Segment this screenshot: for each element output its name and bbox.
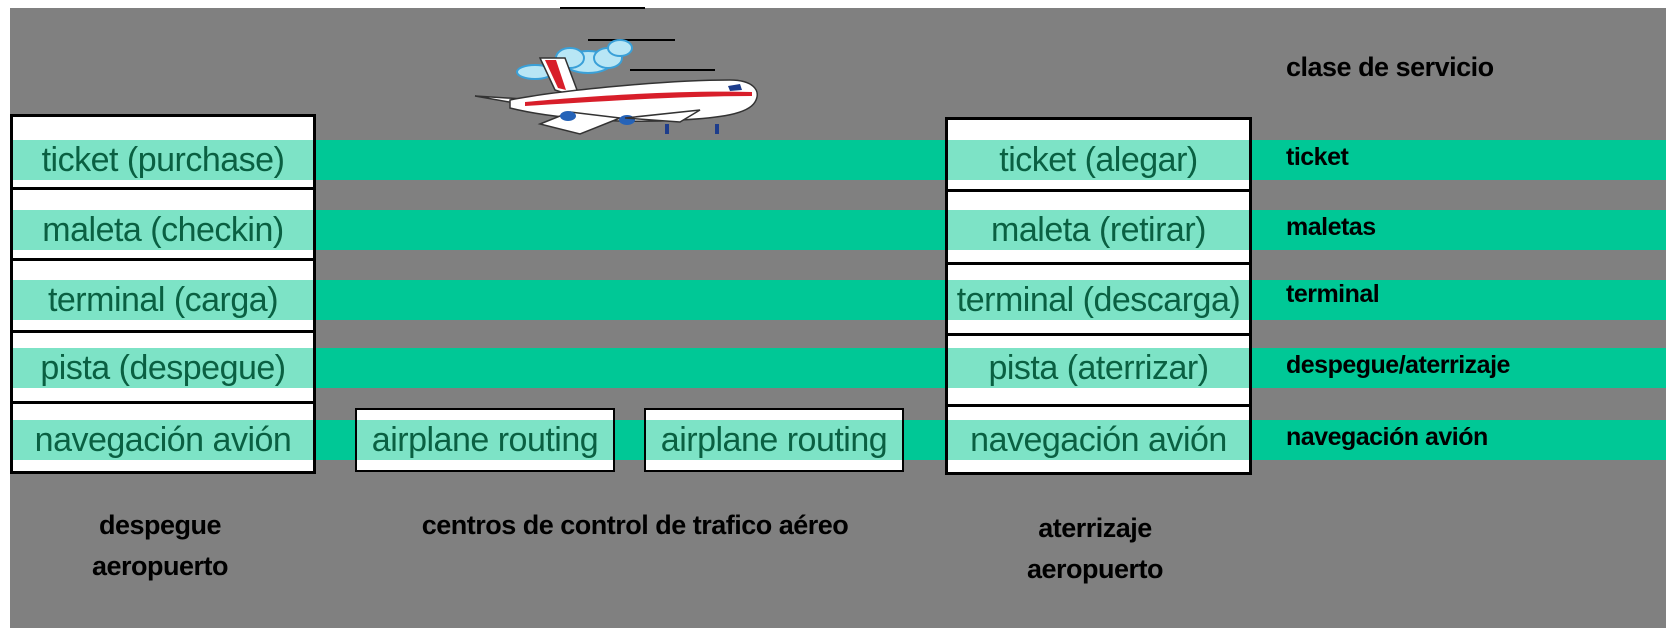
caption-origin-line1: despegue (98, 510, 222, 540)
origin-layer-terminal: terminal (carga) (13, 280, 313, 320)
service-class-navegacion: navegación avión (1286, 423, 1488, 451)
airplane-body (474, 57, 758, 135)
destination-layer-ticket: ticket (alegar) (948, 140, 1249, 180)
caption-origin-airport: despegue aeropuerto (60, 505, 260, 587)
layer-divider (13, 187, 313, 190)
layer-divider (948, 189, 1249, 192)
airplane-icon (474, 7, 758, 135)
caption-traffic-control: centros de control de trafico aéreo (421, 510, 849, 540)
service-class-maletas: maletas (1286, 213, 1376, 241)
service-class-ticket: ticket (1286, 143, 1349, 171)
cloud-icon (516, 39, 633, 80)
layer-divider (13, 330, 313, 333)
caption-destination-line1: aterrizaje (1038, 513, 1152, 543)
service-class-heading: clase de servicio (1286, 52, 1494, 82)
service-class-despegue-aterrizaje: despegue/aterrizaje (1286, 351, 1510, 379)
origin-layer-maleta: maleta (checkin) (13, 210, 313, 250)
destination-layer-terminal: terminal (descarga) (948, 280, 1249, 320)
origin-layer-navegacion: navegación avión (13, 420, 313, 460)
router-label-2: airplane routing (646, 420, 902, 460)
layer-divider (948, 404, 1249, 407)
caption-destination-airport: aterrizaje aeropuerto (995, 508, 1195, 590)
layer-divider (13, 401, 313, 404)
layer-divider (948, 333, 1249, 336)
service-class-terminal: terminal (1286, 280, 1380, 308)
origin-layer-pista: pista (despegue) (13, 348, 313, 388)
destination-layer-pista: pista (aterrizar) (948, 348, 1249, 388)
destination-layer-maleta: maleta (retirar) (948, 210, 1249, 250)
layer-divider (13, 258, 313, 261)
router-label-1: airplane routing (357, 420, 613, 460)
origin-layer-ticket: ticket (purchase) (13, 140, 313, 180)
destination-layer-navegacion: navegación avión (948, 420, 1249, 460)
caption-destination-line2: aeropuerto (1026, 554, 1164, 584)
caption-origin-line2: aeropuerto (91, 551, 229, 581)
layer-divider (948, 262, 1249, 265)
